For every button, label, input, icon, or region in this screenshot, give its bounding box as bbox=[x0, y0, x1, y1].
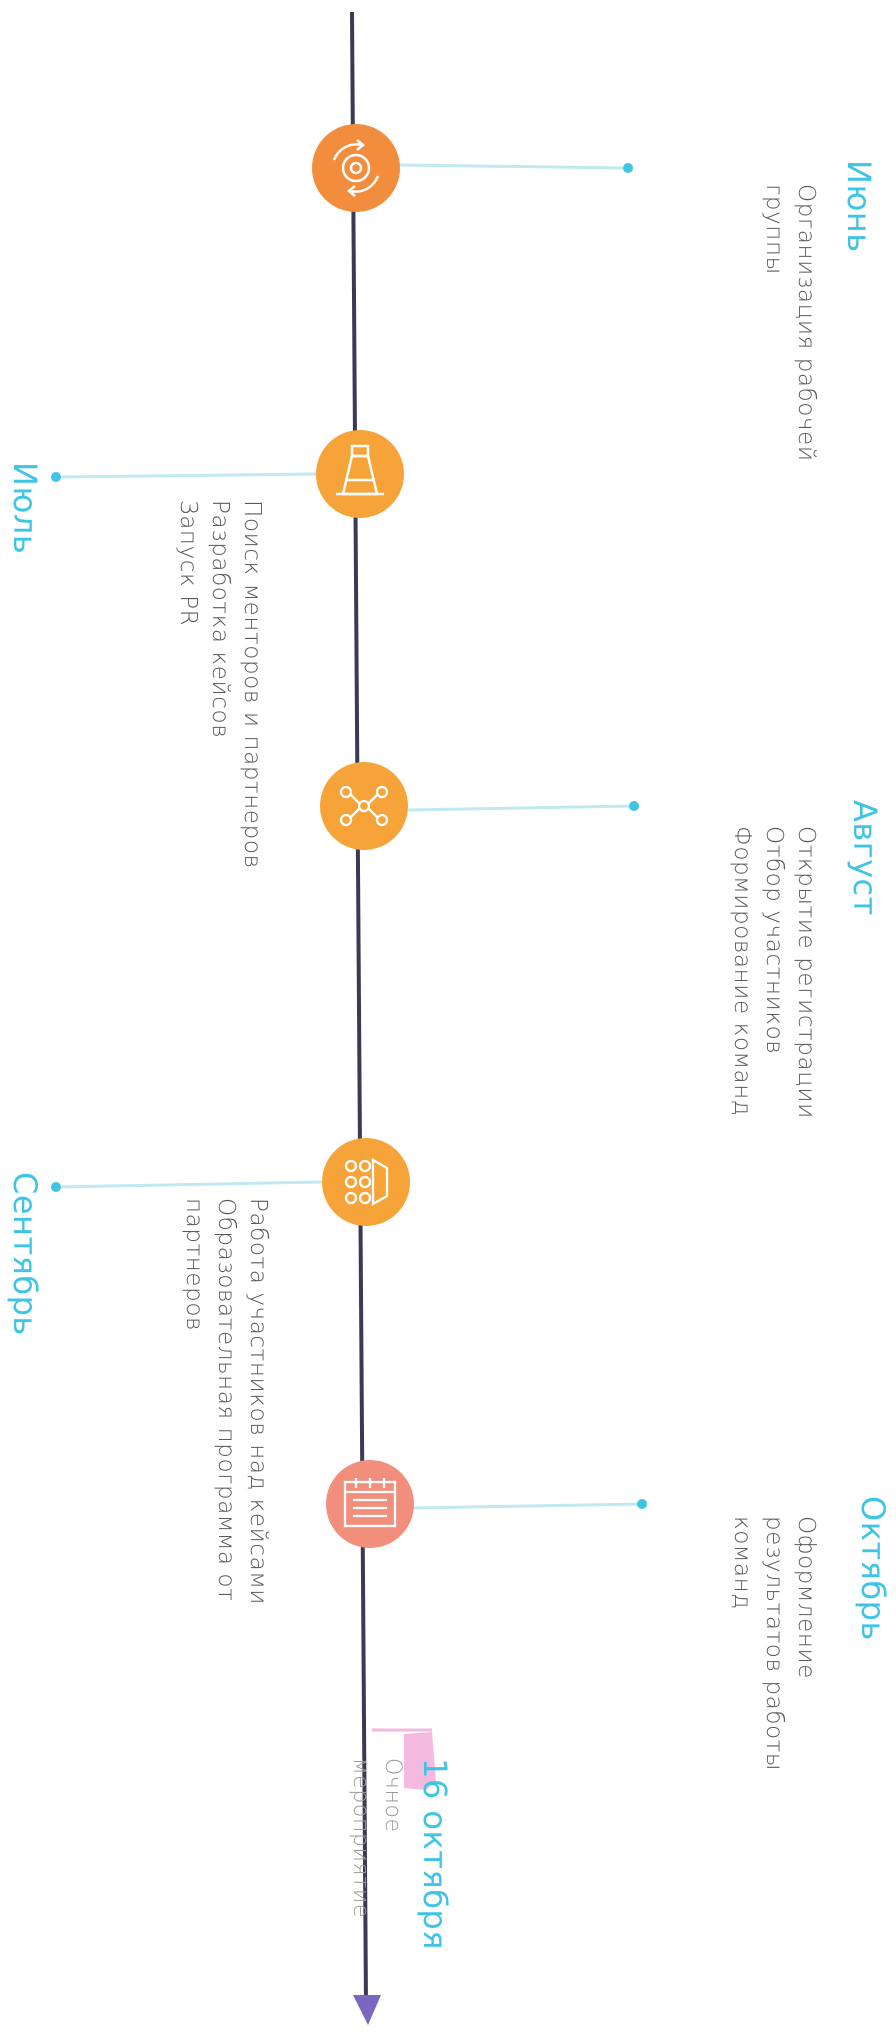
final-event-tasks: Очное мероприятие bbox=[344, 1758, 408, 1918]
timeline-arrowhead bbox=[353, 1995, 381, 2025]
task-item: партнеров bbox=[181, 1198, 207, 1332]
connector-dot-august bbox=[629, 801, 639, 811]
task-list-july: Поиск менторов и партнеров Разработка ке… bbox=[172, 500, 268, 869]
connector-september bbox=[57, 1180, 324, 1189]
task-item: Очное bbox=[380, 1758, 405, 1833]
month-label-september: Сентябрь bbox=[6, 1172, 44, 1336]
month-label-october: Октябрь bbox=[854, 1496, 892, 1641]
task-item: мероприятие bbox=[348, 1758, 373, 1919]
milestone-circle-june bbox=[312, 124, 400, 212]
megaphone-icon bbox=[336, 444, 384, 496]
task-item: результатов работы bbox=[761, 1516, 787, 1772]
task-list-september: Работа участников над кейсами Образовате… bbox=[178, 1198, 274, 1605]
task-item: Организация рабочей bbox=[793, 184, 819, 462]
task-item: Отбор участников bbox=[761, 826, 787, 1055]
task-item: Работа участников над кейсами bbox=[245, 1198, 271, 1606]
task-item: Оформление bbox=[793, 1516, 819, 1679]
task-list-august: Открытие регистрации Отбор участников Фо… bbox=[726, 826, 822, 1119]
final-event-date: 16 октября bbox=[416, 1758, 454, 1950]
connector-dot-july bbox=[51, 472, 61, 482]
task-item: Разработка кейсов bbox=[207, 500, 233, 739]
milestone-circle-september bbox=[322, 1138, 410, 1226]
milestone-circle-october bbox=[326, 1460, 414, 1548]
month-label-august: Август bbox=[846, 800, 884, 916]
team-hierarchy-icon bbox=[339, 785, 389, 827]
task-list-june: Организация рабочей группы bbox=[758, 184, 822, 462]
connector-june bbox=[399, 163, 627, 170]
timeline-axis bbox=[350, 11, 368, 2006]
calendar-icon bbox=[343, 1478, 397, 1528]
month-label-july: Июль bbox=[6, 462, 44, 555]
connector-dot-june bbox=[623, 163, 633, 173]
task-item: Открытие регистрации bbox=[793, 826, 819, 1119]
connector-august bbox=[407, 804, 633, 812]
task-list-october: Оформление результатов работы команд bbox=[726, 1516, 822, 1771]
task-item: Образовательная программа от bbox=[213, 1198, 239, 1602]
flag-icon bbox=[372, 1728, 436, 1790]
task-item: команд bbox=[729, 1516, 755, 1610]
task-item: Формирование команд bbox=[729, 826, 755, 1117]
team-group-icon bbox=[344, 1158, 389, 1206]
connector-october bbox=[411, 1502, 641, 1510]
task-item: Запуск PR bbox=[175, 500, 201, 627]
month-label-june: Июнь bbox=[840, 160, 878, 253]
milestone-circle-july bbox=[316, 430, 404, 518]
connector-dot-september bbox=[51, 1182, 61, 1192]
task-item: группы bbox=[761, 184, 787, 275]
gear-cycle-icon bbox=[332, 139, 380, 197]
connector-july bbox=[57, 472, 319, 479]
connector-dot-october bbox=[637, 1499, 647, 1509]
milestone-circle-august bbox=[320, 762, 408, 850]
task-item: Поиск менторов и партнеров bbox=[239, 500, 265, 869]
